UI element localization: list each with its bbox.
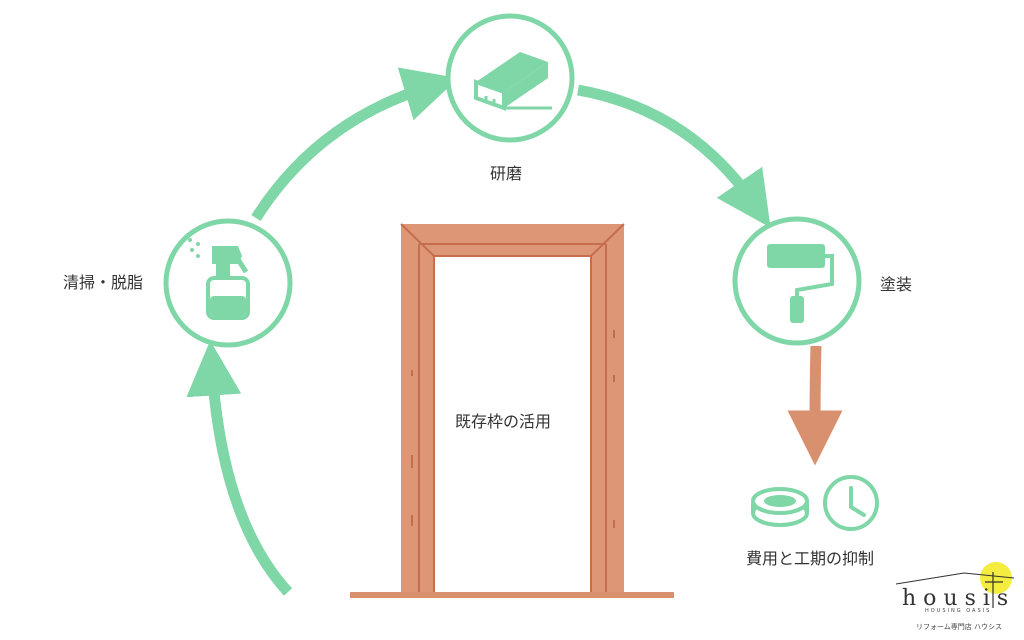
cleaning-step-circle xyxy=(163,218,293,348)
spray-bottle-icon xyxy=(188,238,250,320)
existing-frame-label: 既存枠の活用 xyxy=(455,412,552,431)
logo-wordmark: housis xyxy=(902,586,1016,611)
paint-roller-icon xyxy=(767,244,834,323)
painting-step-label: 塗装 xyxy=(880,275,913,294)
logo-tagline: HOUSING OASIS xyxy=(925,608,992,614)
result-label: 費用と工期の抑制 xyxy=(746,549,875,568)
painting-step-circle xyxy=(732,216,862,346)
arrow-painting-to-result xyxy=(787,345,843,466)
door-frame xyxy=(350,223,674,598)
brand-logo xyxy=(895,562,1015,608)
arrow-start-to-cleaning xyxy=(186,340,293,596)
arrow-cleaning-to-sanding xyxy=(251,67,459,221)
logo-caption: リフォーム専門店 ハウシス xyxy=(916,623,1003,631)
clock-icon xyxy=(823,475,879,531)
sanding-block-icon xyxy=(474,52,552,111)
cleaning-step-label: 清掃・脱脂 xyxy=(63,273,144,292)
arrow-sanding-to-painting xyxy=(577,84,771,228)
coins-icon xyxy=(751,487,809,527)
sanding-step-label: 研磨 xyxy=(490,164,523,183)
